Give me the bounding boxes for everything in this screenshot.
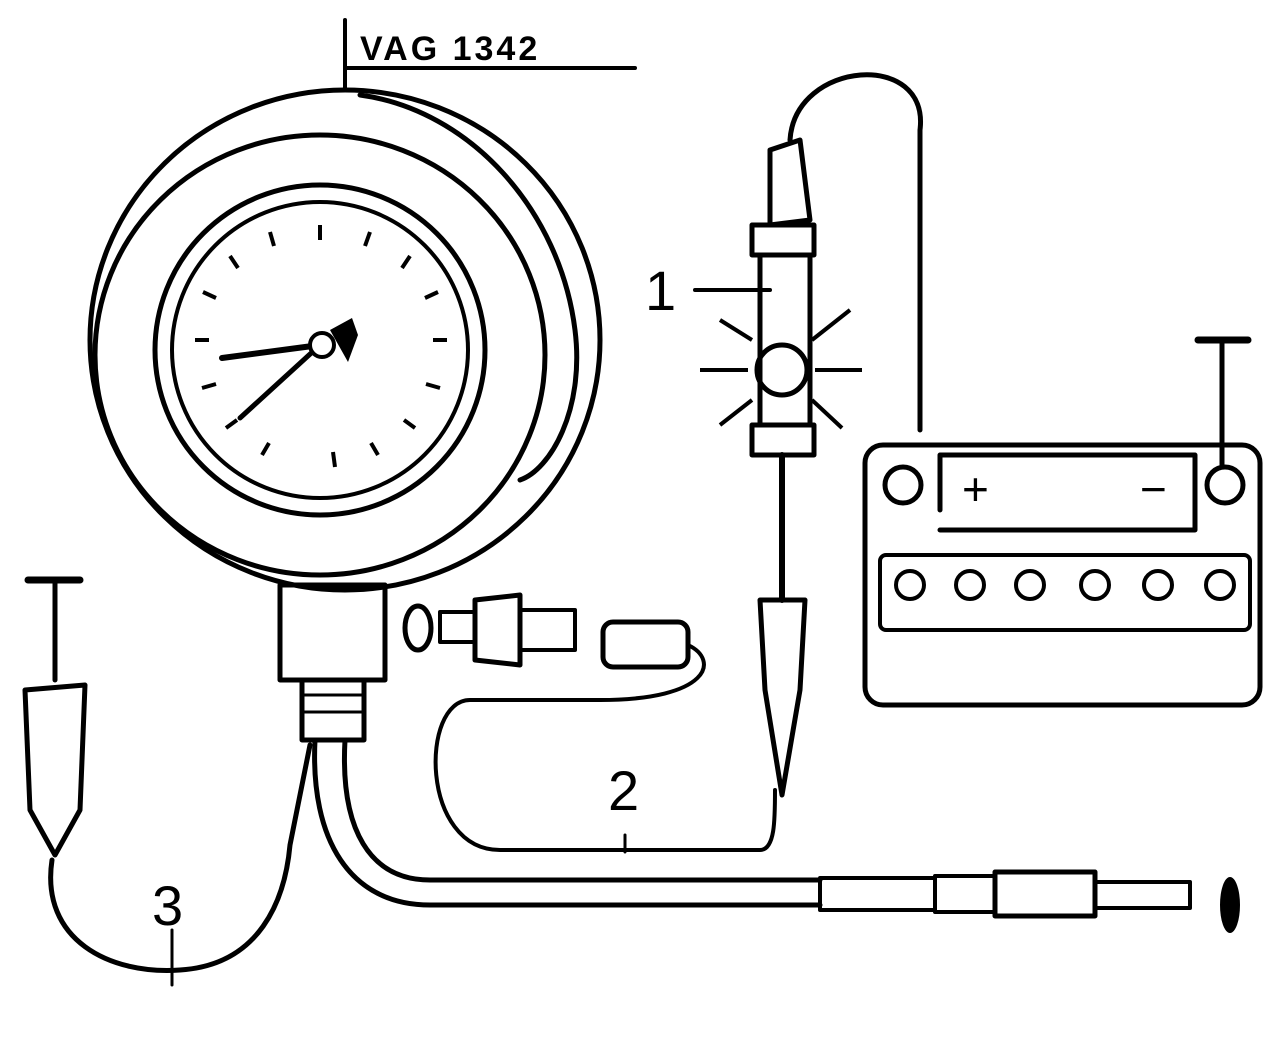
cable-3-clip — [22, 682, 88, 858]
tool-label-text: VAG 1342 — [360, 30, 540, 68]
hose-sealing-ring — [1220, 877, 1240, 933]
callout-3: 3 — [152, 874, 183, 937]
cable-2: 2 — [433, 643, 777, 854]
lamp-clip-lower — [757, 597, 808, 798]
battery-positive-symbol: + — [962, 463, 989, 515]
gauge-needle-secondary — [237, 342, 323, 421]
needle-tail — [330, 318, 358, 362]
gauge-nut — [299, 677, 367, 743]
negative-terminal — [1204, 464, 1246, 506]
battery-negative-symbol: − — [1140, 463, 1167, 515]
cable-3: 3 — [22, 576, 313, 987]
sealing-washer — [402, 603, 434, 653]
tool-designation: VAG 1342 — [343, 18, 637, 92]
gauge-bezel — [92, 132, 548, 578]
lamp-bulb — [754, 342, 810, 398]
gauge-ticks — [195, 225, 447, 468]
positive-terminal — [882, 464, 924, 506]
gauge-face-rim — [152, 182, 488, 518]
callout-1: 1 — [645, 259, 676, 322]
oil-pressure-switch — [402, 592, 691, 670]
callout-2: 2 — [608, 759, 639, 822]
pressure-hose — [312, 737, 1240, 933]
gauge-dial — [170, 200, 470, 500]
gauge-outer-housing — [87, 87, 603, 593]
needle-pivot — [308, 331, 336, 359]
battery-cell-caps — [894, 569, 1236, 601]
switch-connector — [600, 619, 691, 670]
test-lamp: 1 — [645, 72, 923, 798]
pressure-gauge — [87, 87, 603, 743]
battery-case — [862, 442, 1263, 708]
gauge-stem — [277, 582, 388, 683]
lamp-glow — [700, 308, 862, 430]
battery: + − — [862, 336, 1263, 708]
gauge-needle-main — [219, 342, 323, 361]
